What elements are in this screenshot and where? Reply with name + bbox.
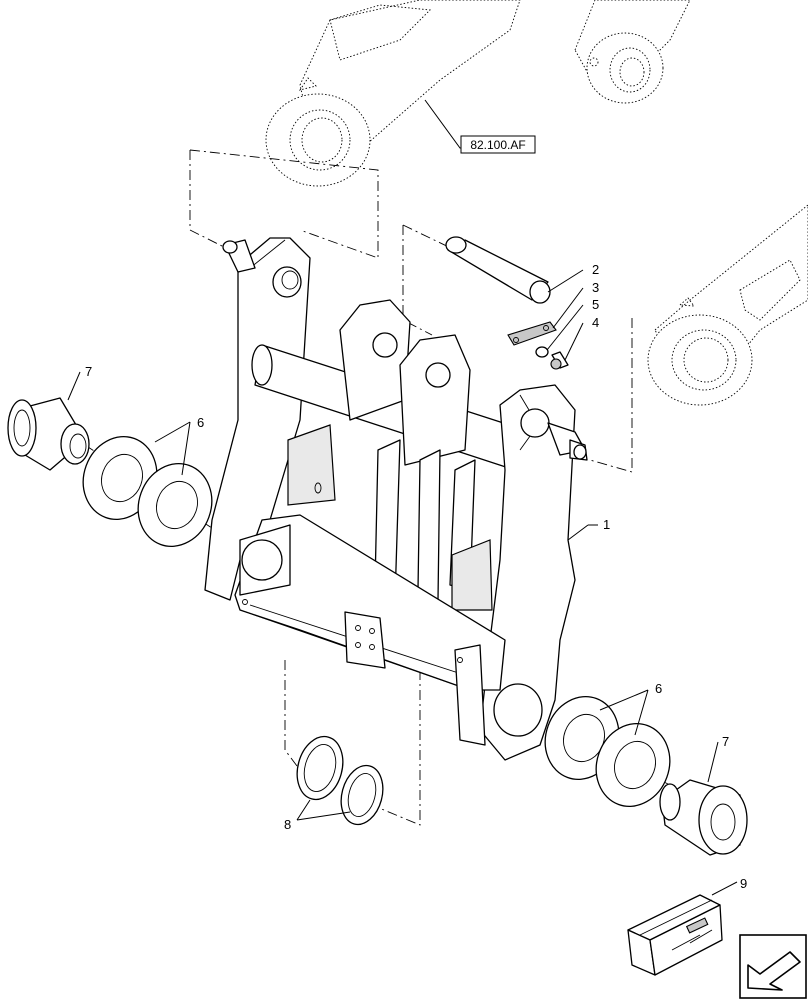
- bushing-left: [7, 397, 90, 471]
- coupler-frame: [204, 237, 588, 761]
- washer-and-bolt: [535, 346, 569, 370]
- callout-pin: 2: [592, 262, 599, 277]
- boom-arm-mid-right-phantom: [647, 204, 808, 406]
- callout-bolt: 4: [592, 315, 599, 330]
- callout-plate: 3: [592, 280, 599, 295]
- shims-left: [82, 436, 213, 547]
- boom-arm-left-phantom: [265, 0, 521, 187]
- callout-frame: 1: [603, 517, 610, 532]
- callout-kit: 9: [740, 876, 747, 891]
- reference-label: 82.100.AF: [470, 138, 525, 152]
- bushing-right: [659, 779, 748, 856]
- callout-bushing-left: 7: [85, 364, 92, 379]
- callout-bushing-right: 7: [722, 734, 729, 749]
- lock-plate: [507, 321, 557, 346]
- boom-arm-right-phantom: [574, 0, 691, 104]
- leader-lines: [67, 99, 738, 896]
- callout-seal: 8: [284, 817, 291, 832]
- reference-label-box[interactable]: 82.100.AF: [460, 135, 536, 154]
- pivot-pin: [445, 236, 551, 304]
- callout-washer: 5: [592, 297, 599, 312]
- callout-numbers: 1 2 3 5 4 6 6 7 7 8 9: [85, 262, 747, 891]
- callout-shim-right: 6: [655, 681, 662, 696]
- seals: [296, 735, 384, 826]
- kit-box: [627, 894, 723, 976]
- callout-shim-left: 6: [197, 415, 204, 430]
- shims-right: [544, 696, 671, 807]
- next-page-arrow-icon[interactable]: [739, 934, 807, 999]
